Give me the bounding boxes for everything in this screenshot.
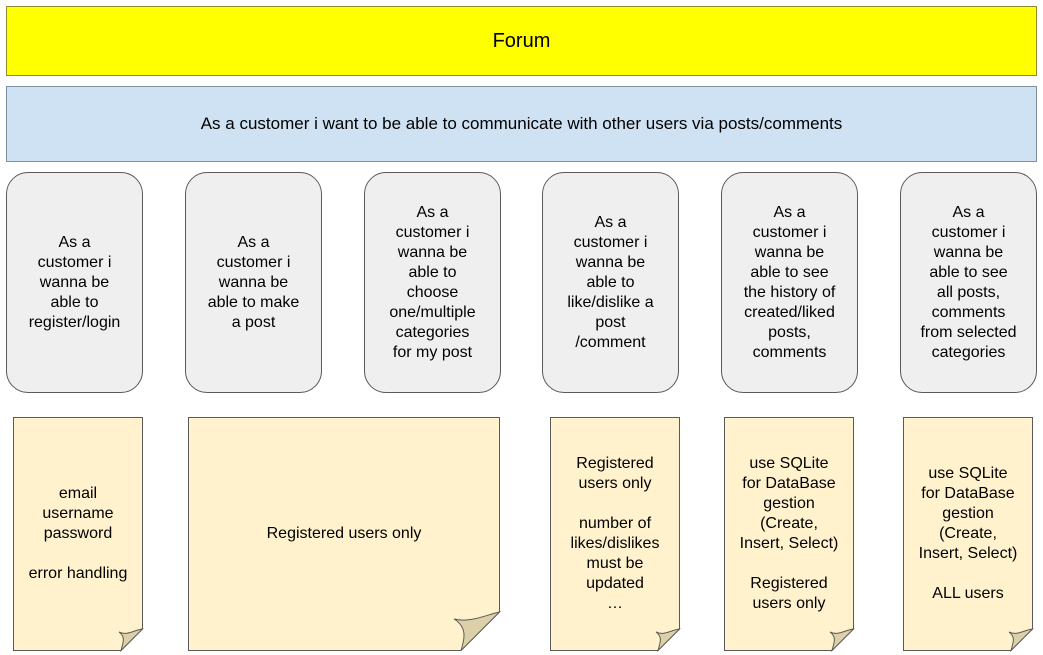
story-card-history: As a customer i wanna be able to see the… bbox=[721, 172, 858, 393]
sticky-note-make-post: Registered users only bbox=[188, 417, 502, 651]
epic-text: As a customer i want to be able to commu… bbox=[200, 114, 843, 133]
sticky-note-filter-categories: use SQLite for DataBase gestion (Create,… bbox=[903, 417, 1034, 653]
story-text: As a customer i wanna be able to choose … bbox=[389, 203, 476, 361]
forum-title: Forum bbox=[6, 6, 1037, 76]
story-card-make-post: As a customer i wanna be able to make a … bbox=[185, 172, 322, 393]
sticky-note-shape bbox=[903, 417, 1034, 653]
sticky-note-shape bbox=[188, 417, 502, 651]
note-text: email username password error handling bbox=[28, 485, 128, 582]
story-card-register-login: As a customer i wanna be able to registe… bbox=[6, 172, 143, 393]
note-text: Registered users only bbox=[266, 525, 422, 542]
sticky-note-register-login: email username password error handling bbox=[13, 417, 144, 653]
sticky-note-like-dislike: Registered users only number of likes/di… bbox=[550, 417, 681, 653]
story-card-choose-categories: As a customer i wanna be able to choose … bbox=[364, 172, 501, 393]
sticky-note-history: use SQLite for DataBase gestion (Create,… bbox=[724, 417, 855, 653]
story-text: As a customer i wanna be able to see all… bbox=[920, 203, 1017, 361]
sticky-note-shape bbox=[550, 417, 681, 653]
epic-banner: As a customer i want to be able to commu… bbox=[6, 86, 1037, 162]
story-text: As a customer i wanna be able to registe… bbox=[28, 233, 121, 331]
sticky-note-shape bbox=[724, 417, 855, 653]
story-text: As a customer i wanna be able to like/di… bbox=[567, 213, 654, 351]
note-text: use SQLite for DataBase gestion (Create,… bbox=[739, 455, 839, 612]
story-text: As a customer i wanna be able to see the… bbox=[743, 203, 836, 361]
sticky-note-shape bbox=[13, 417, 144, 653]
note-text: use SQLite for DataBase gestion (Create,… bbox=[918, 465, 1018, 602]
forum-title-text: Forum bbox=[492, 29, 551, 52]
story-text: As a customer i wanna be able to make a … bbox=[207, 233, 300, 331]
story-card-like-dislike: As a customer i wanna be able to like/di… bbox=[542, 172, 679, 393]
story-card-filter-categories: As a customer i wanna be able to see all… bbox=[900, 172, 1037, 393]
note-text: Registered users only number of likes/di… bbox=[570, 455, 660, 612]
